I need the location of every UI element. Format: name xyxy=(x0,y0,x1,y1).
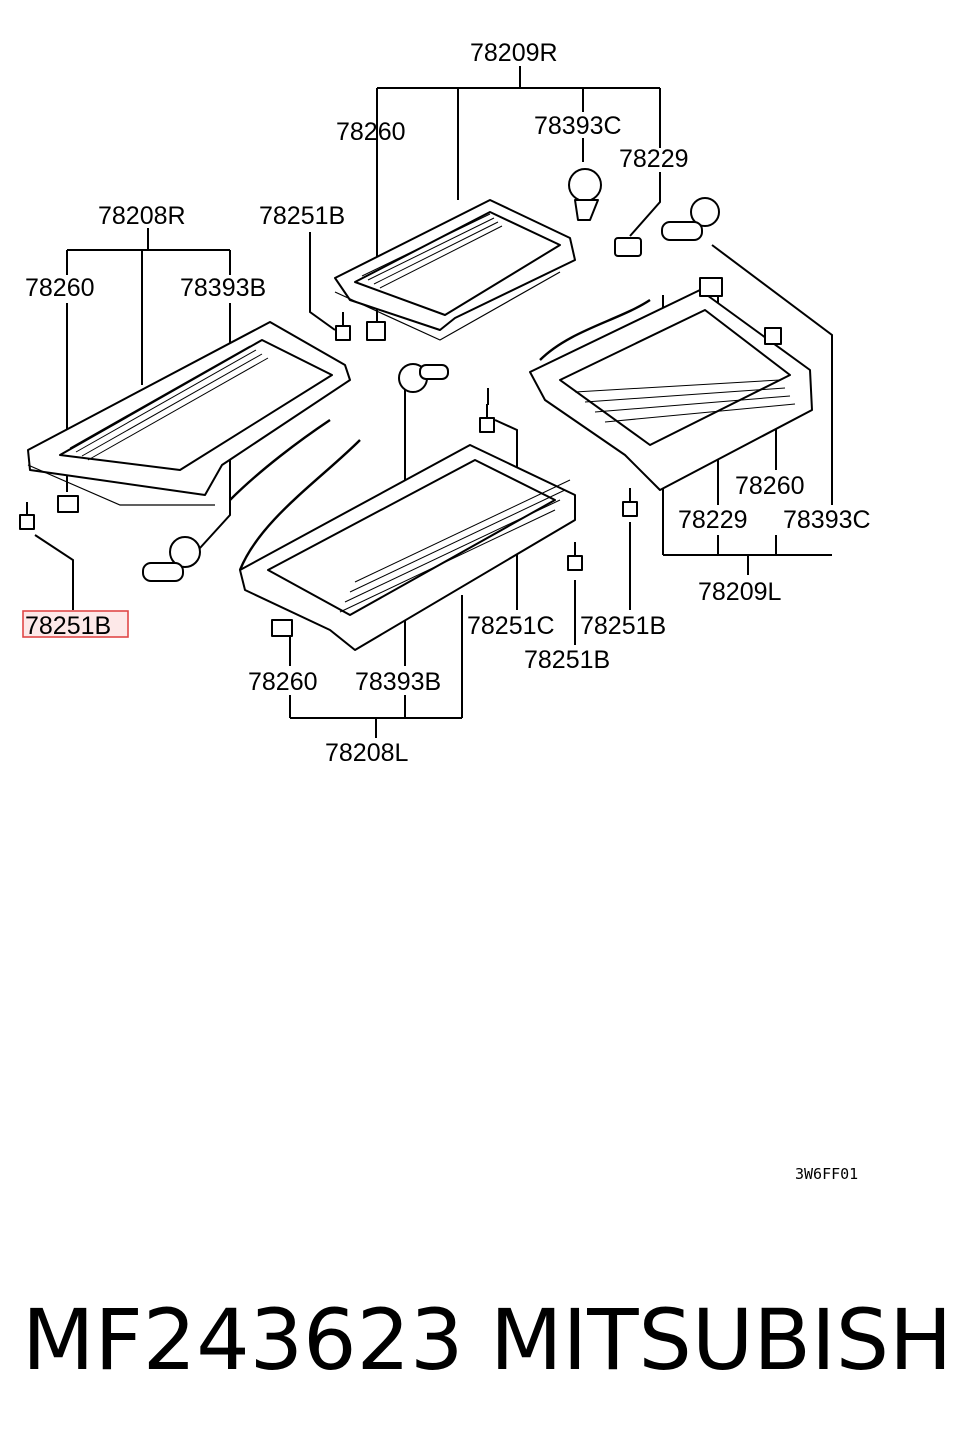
motor-78393B-mid xyxy=(398,363,449,393)
label-78393C-right[interactable]: 78393C xyxy=(783,506,871,534)
motor-78393C-right xyxy=(661,197,720,241)
label-78229-right[interactable]: 78229 xyxy=(678,506,748,534)
label-78251B-selected[interactable]: 78251B xyxy=(25,612,111,640)
part-number: MF243623 xyxy=(22,1291,464,1389)
label-78251C[interactable]: 78251C xyxy=(467,612,555,640)
screw-mid xyxy=(479,404,495,433)
screw-left xyxy=(19,502,35,530)
selected-part-highlight xyxy=(22,610,129,638)
label-78251B-mid[interactable]: 78251B xyxy=(580,612,666,640)
lower-tray xyxy=(238,439,576,651)
upper-right-tray xyxy=(334,199,576,341)
label-78393C-top[interactable]: 78393C xyxy=(534,112,622,140)
label-78208L[interactable]: 78208L xyxy=(325,739,409,767)
label-78209L[interactable]: 78209L xyxy=(698,578,782,606)
upper-left-tray xyxy=(27,321,351,513)
drawing-code: 3W6FF01 xyxy=(795,1165,858,1183)
label-78393B-bot[interactable]: 78393B xyxy=(355,668,441,696)
label-78251B-top[interactable]: 78251B xyxy=(259,202,345,230)
label-78260-bot[interactable]: 78260 xyxy=(248,668,318,696)
brand-name: MITSUBISHI xyxy=(490,1291,960,1389)
label-78260-top[interactable]: 78260 xyxy=(336,118,406,146)
label-78260-left[interactable]: 78260 xyxy=(25,274,95,302)
label-78229-top[interactable]: 78229 xyxy=(619,145,689,173)
screw-bottom xyxy=(567,542,583,571)
right-tray xyxy=(529,277,813,491)
label-78251B-bot[interactable]: 78251B xyxy=(524,646,610,674)
motor-78393B-left xyxy=(142,536,201,582)
label-78209R[interactable]: 78209R xyxy=(470,39,558,67)
screw-right xyxy=(622,488,638,517)
screw-top xyxy=(335,312,351,341)
motor-78393C-top xyxy=(568,168,602,221)
label-78260-right[interactable]: 78260 xyxy=(735,472,805,500)
label-78393B-left[interactable]: 78393B xyxy=(180,274,266,302)
clip-78229-top xyxy=(614,237,642,257)
label-78208R[interactable]: 78208R xyxy=(98,202,186,230)
